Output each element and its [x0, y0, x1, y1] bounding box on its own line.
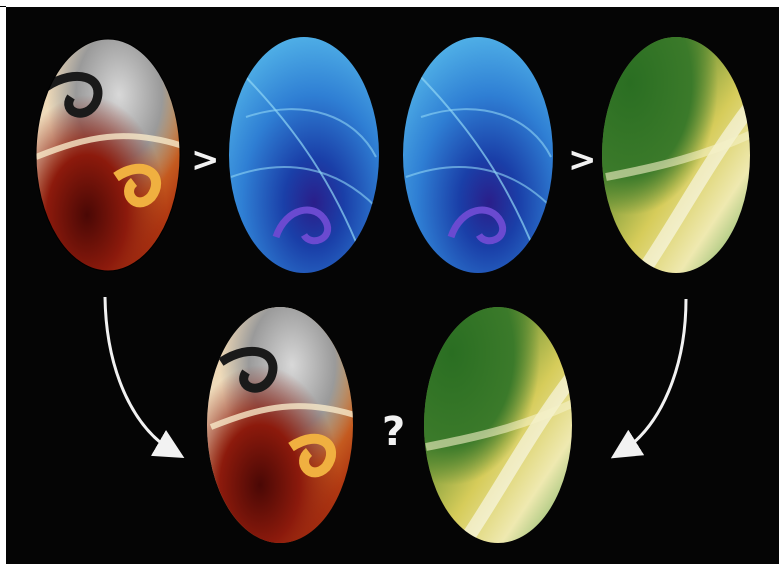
arrow-left-curve	[105, 297, 174, 452]
question-mark-symbol: ?	[382, 412, 405, 452]
field-ellipse-top	[598, 35, 766, 275]
fractal-ellipse-left	[226, 35, 386, 275]
diagram-canvas	[6, 7, 779, 564]
fractal-ellipse-right	[401, 35, 561, 275]
greater-than-symbol-left: >	[191, 143, 220, 177]
swirl-ellipse-bottom	[204, 305, 364, 545]
figure-panel: > > ?	[6, 7, 779, 564]
greater-than-symbol-right: >	[568, 143, 597, 177]
swirl-ellipse-top	[31, 35, 191, 275]
field-ellipse-bottom	[420, 305, 588, 545]
arrow-right-curve	[621, 299, 686, 452]
